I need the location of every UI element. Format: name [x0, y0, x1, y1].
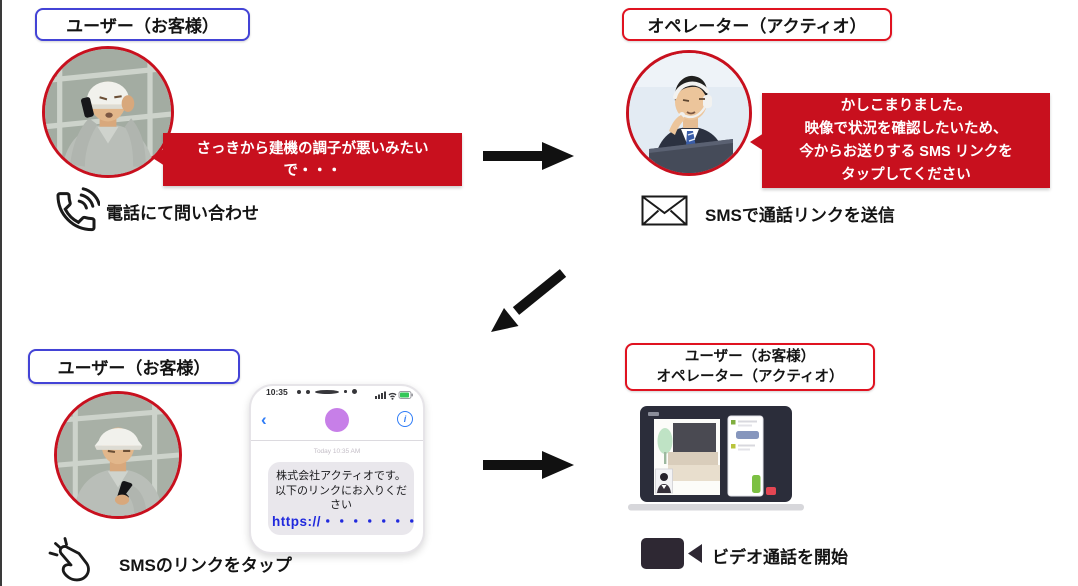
sms-timestamp: Today 10:35 AM [313, 448, 361, 455]
worker-on-phone-illustration [45, 49, 171, 175]
contact-avatar [325, 408, 349, 432]
operator-label-box: オペレーター（アクティオ） [622, 8, 892, 41]
sms-line: さい [330, 499, 352, 511]
speech-bubble-tail [151, 148, 165, 166]
phone-notch [297, 389, 357, 394]
laptop-video-call-mockup [628, 406, 804, 514]
tap-hand-icon [46, 536, 106, 586]
operator-headset-illustration [629, 53, 749, 173]
sms-line: 以下のリンクにお入りくだ [275, 484, 407, 497]
operator-label-text: オペレーター（アクティオ） [647, 17, 867, 36]
video-label-line1: ユーザー（お客様） [684, 349, 816, 365]
phone-status-icons [375, 387, 413, 405]
video-camera-icon [641, 536, 705, 571]
user-reading-sms-photo [54, 391, 182, 519]
messages-nav-bar: ‹ i [251, 406, 423, 436]
sms-message-bubble: 株式会社アクティオです。 以下のリンクにお入りくだ さい https://・・・… [268, 462, 425, 535]
phone-clock: 10:35 [266, 387, 288, 397]
user-speech-text: さっきから建機の調子が悪いみたいで・・・ [196, 140, 429, 179]
info-icon[interactable]: i [397, 411, 413, 427]
operator-photo [626, 50, 752, 176]
operator-speech-line: 今からお送りする SMS リンクを [799, 143, 1013, 160]
arrow-diagonal-down-left [483, 266, 573, 343]
video-call-label-box: ユーザー（お客様） オペレーター（アクティオ） [625, 343, 875, 391]
user-label-box: ユーザー（お客様） [35, 8, 250, 41]
speech-bubble-tail [750, 133, 764, 151]
operator-speech-line: タップしてください [841, 166, 971, 183]
sms-link[interactable]: https://・・・・・・・・ [272, 513, 425, 529]
user-calling-photo [42, 46, 174, 178]
step3-caption: SMSのリンクをタップ [119, 556, 292, 575]
user2-label-box: ユーザー（お客様） [28, 349, 240, 384]
arrow-right-top [480, 141, 576, 176]
worker-with-smartphone-illustration [57, 394, 179, 516]
operator-speech-bubble: かしこまりました。 映像で状況を確認したいため、 今からお送りする SMS リン… [750, 93, 1050, 188]
user2-label-text: ユーザー（お客様） [57, 359, 211, 378]
sms-line: 株式会社アクティオです。 [276, 470, 406, 482]
operator-speech-line: 映像で状況を確認したいため、 [804, 120, 1008, 137]
arrow-right-bottom [480, 450, 576, 485]
nav-divider [251, 440, 423, 441]
back-chevron[interactable]: ‹ [261, 410, 267, 429]
smartphone-mockup: 10:35 ‹ i Today 10:35 AM [249, 384, 425, 554]
operator-speech-line: かしこまりました。 [840, 97, 972, 114]
envelope-icon [641, 195, 688, 226]
user-speech-bubble: さっきから建機の調子が悪いみたいで・・・ [151, 133, 462, 186]
phone-call-icon [52, 186, 100, 232]
step2-caption: SMSで通話リンクを送信 [705, 206, 895, 225]
step1-caption: 電話にて問い合わせ [106, 204, 259, 223]
step4-caption: ビデオ通話を開始 [712, 548, 848, 567]
video-label-line2: オペレーター（アクティオ） [656, 369, 844, 385]
user-label-text: ユーザー（お客様） [66, 17, 219, 36]
screen-edge-artifact [0, 0, 2, 586]
